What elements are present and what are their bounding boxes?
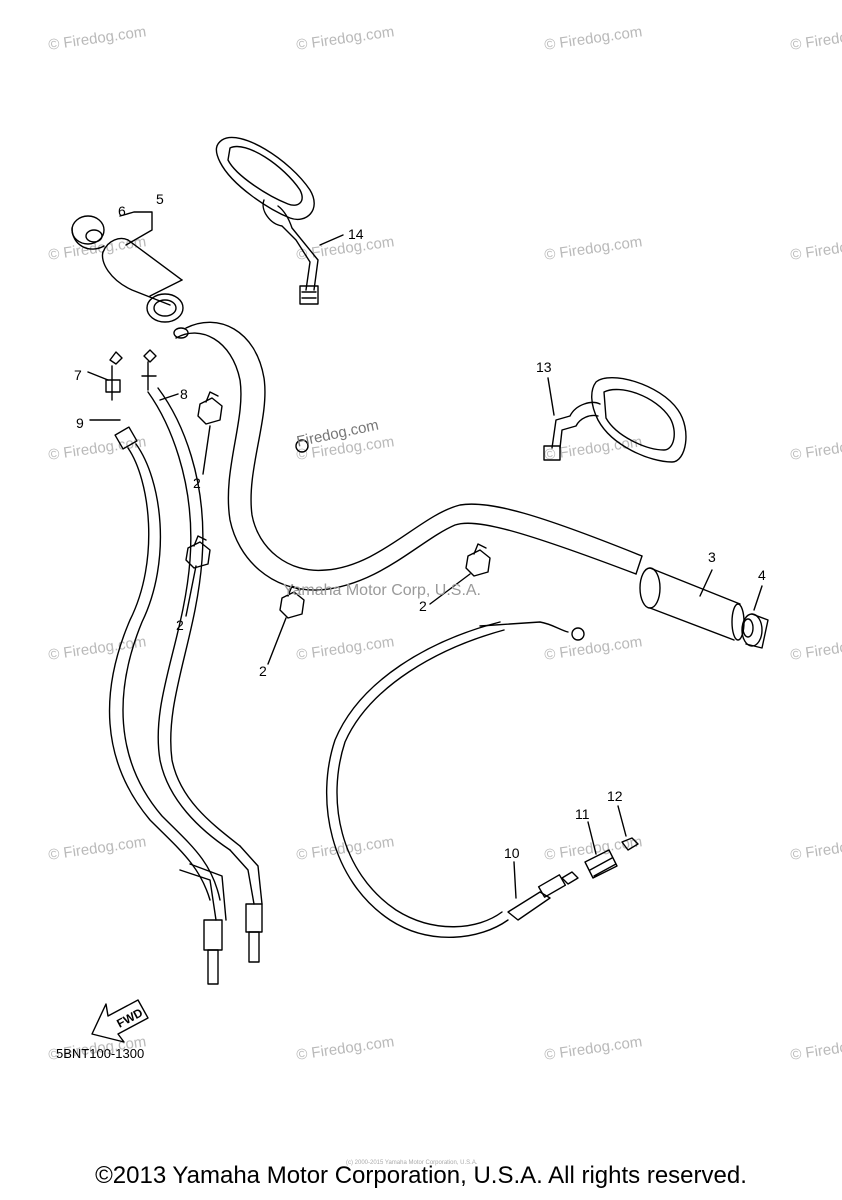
right-grip bbox=[639, 567, 745, 641]
right-end-cap bbox=[741, 613, 769, 649]
leader-3-4 bbox=[699, 569, 763, 611]
leader-7-8-9 bbox=[87, 371, 179, 421]
callout-9: 9 bbox=[76, 415, 84, 431]
callout-6: 6 bbox=[118, 203, 126, 219]
mirror-left bbox=[215, 136, 319, 305]
callout-2a: 2 bbox=[193, 475, 201, 491]
leader-5-6 bbox=[119, 211, 153, 246]
callout-4: 4 bbox=[758, 567, 766, 583]
firedog-marker-icon bbox=[295, 439, 309, 453]
callout-13: 13 bbox=[536, 359, 552, 375]
leader-13 bbox=[547, 377, 555, 416]
handlebar-tube bbox=[173, 321, 643, 591]
callout-2c: 2 bbox=[259, 663, 267, 679]
left-end-cap bbox=[71, 215, 105, 250]
fwd-arrow-icon bbox=[91, 999, 149, 1043]
mirror-right bbox=[543, 376, 687, 463]
leader-2 bbox=[185, 425, 471, 665]
clutch-cable bbox=[325, 621, 639, 938]
tiny-copyright: (c) 2000-2015 Yamaha Motor Corporation, … bbox=[346, 1160, 478, 1166]
callout-2d: 2 bbox=[419, 598, 427, 614]
leader-14 bbox=[319, 234, 344, 246]
callout-10: 10 bbox=[504, 845, 520, 861]
part-code: 5BNT100-1300 bbox=[56, 1046, 145, 1061]
callout-14: 14 bbox=[348, 226, 364, 242]
callout-8: 8 bbox=[180, 386, 188, 402]
callout-3: 3 bbox=[708, 549, 716, 565]
cable-clamps bbox=[185, 391, 491, 619]
callout-5: 5 bbox=[156, 191, 164, 207]
left-grip bbox=[101, 237, 184, 323]
leader-10-11-12 bbox=[513, 805, 627, 899]
footer-copyright: ©2013 Yamaha Motor Corporation, U.S.A. A… bbox=[95, 1162, 747, 1189]
throttle-cables bbox=[105, 349, 263, 985]
callout-12: 12 bbox=[607, 788, 623, 804]
callout-11: 11 bbox=[575, 806, 590, 822]
callout-2b: 2 bbox=[176, 617, 184, 633]
callout-7: 7 bbox=[74, 367, 82, 383]
center-copyright: Yamaha Motor Corp, U.S.A. bbox=[283, 582, 481, 599]
